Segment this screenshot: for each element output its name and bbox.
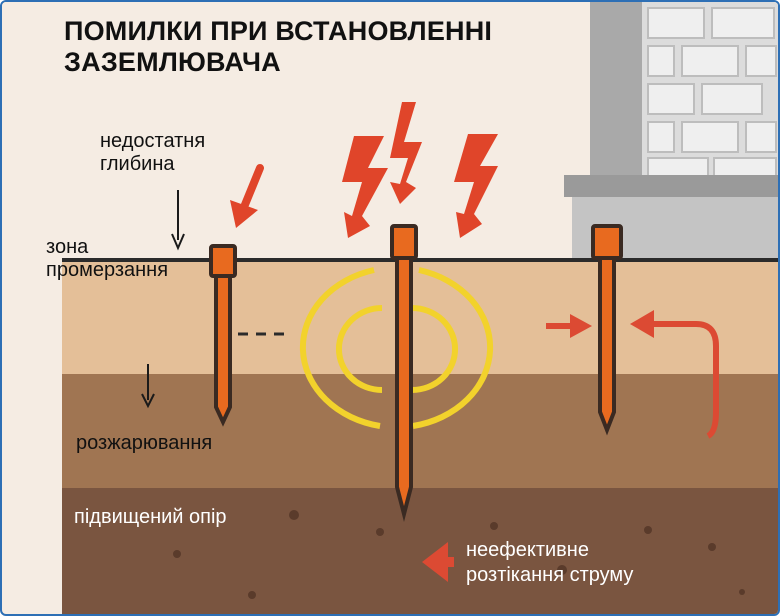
soil-pebbles [173, 510, 745, 599]
down-arrow-icon [141, 364, 155, 409]
lightning-bolt-icon [454, 134, 498, 238]
lightning-bolt-icon [390, 102, 422, 204]
depth-label-line-1: недостатня [100, 130, 206, 152]
brick-wall [590, 2, 778, 177]
freezing-zone-label: зона промерзання [46, 236, 168, 282]
lightning-bolt-icon [342, 136, 388, 238]
right-arrow-icon [546, 314, 592, 338]
soil-layer-middle [62, 374, 778, 488]
down-left-arrow-icon [230, 164, 264, 228]
spread-label-line-2: розтікання струму [466, 564, 634, 586]
freeze-label-line-1: зона [46, 236, 89, 258]
current-field-rings [299, 267, 494, 429]
ground-electrode-icon [591, 224, 623, 436]
soil-layer-top [62, 260, 778, 374]
title-line-1: ПОМИЛКИ ПРИ ВСТАНОВЛЕННІ [64, 16, 493, 46]
freeze-label-line-2: промерзання [46, 259, 169, 281]
drying-label: розжарювання [76, 432, 213, 454]
left-arrow-icon [422, 542, 454, 582]
curved-arrow-icon [630, 310, 719, 439]
ground-electrode-icon [209, 244, 237, 427]
ground-electrode-icon [390, 224, 418, 522]
page-title: ПОМИЛКИ ПРИ ВСТАНОВЛЕННІ ЗАЗЕМЛЮВАЧА [64, 16, 492, 78]
ineffective-spreading-label: неефективне розтікання струму [466, 538, 633, 588]
insufficient-depth-label: недостатня глибина [100, 130, 205, 176]
spread-label-line-1: неефективне [466, 539, 589, 561]
depth-label-line-2: глибина [100, 153, 175, 175]
title-line-2: ЗАЗЕМЛЮВАЧА [64, 47, 281, 78]
down-arrow-icon [171, 190, 185, 251]
increased-resistance-label: підвищений опір [74, 506, 227, 528]
soil-layer-bottom [62, 488, 778, 614]
